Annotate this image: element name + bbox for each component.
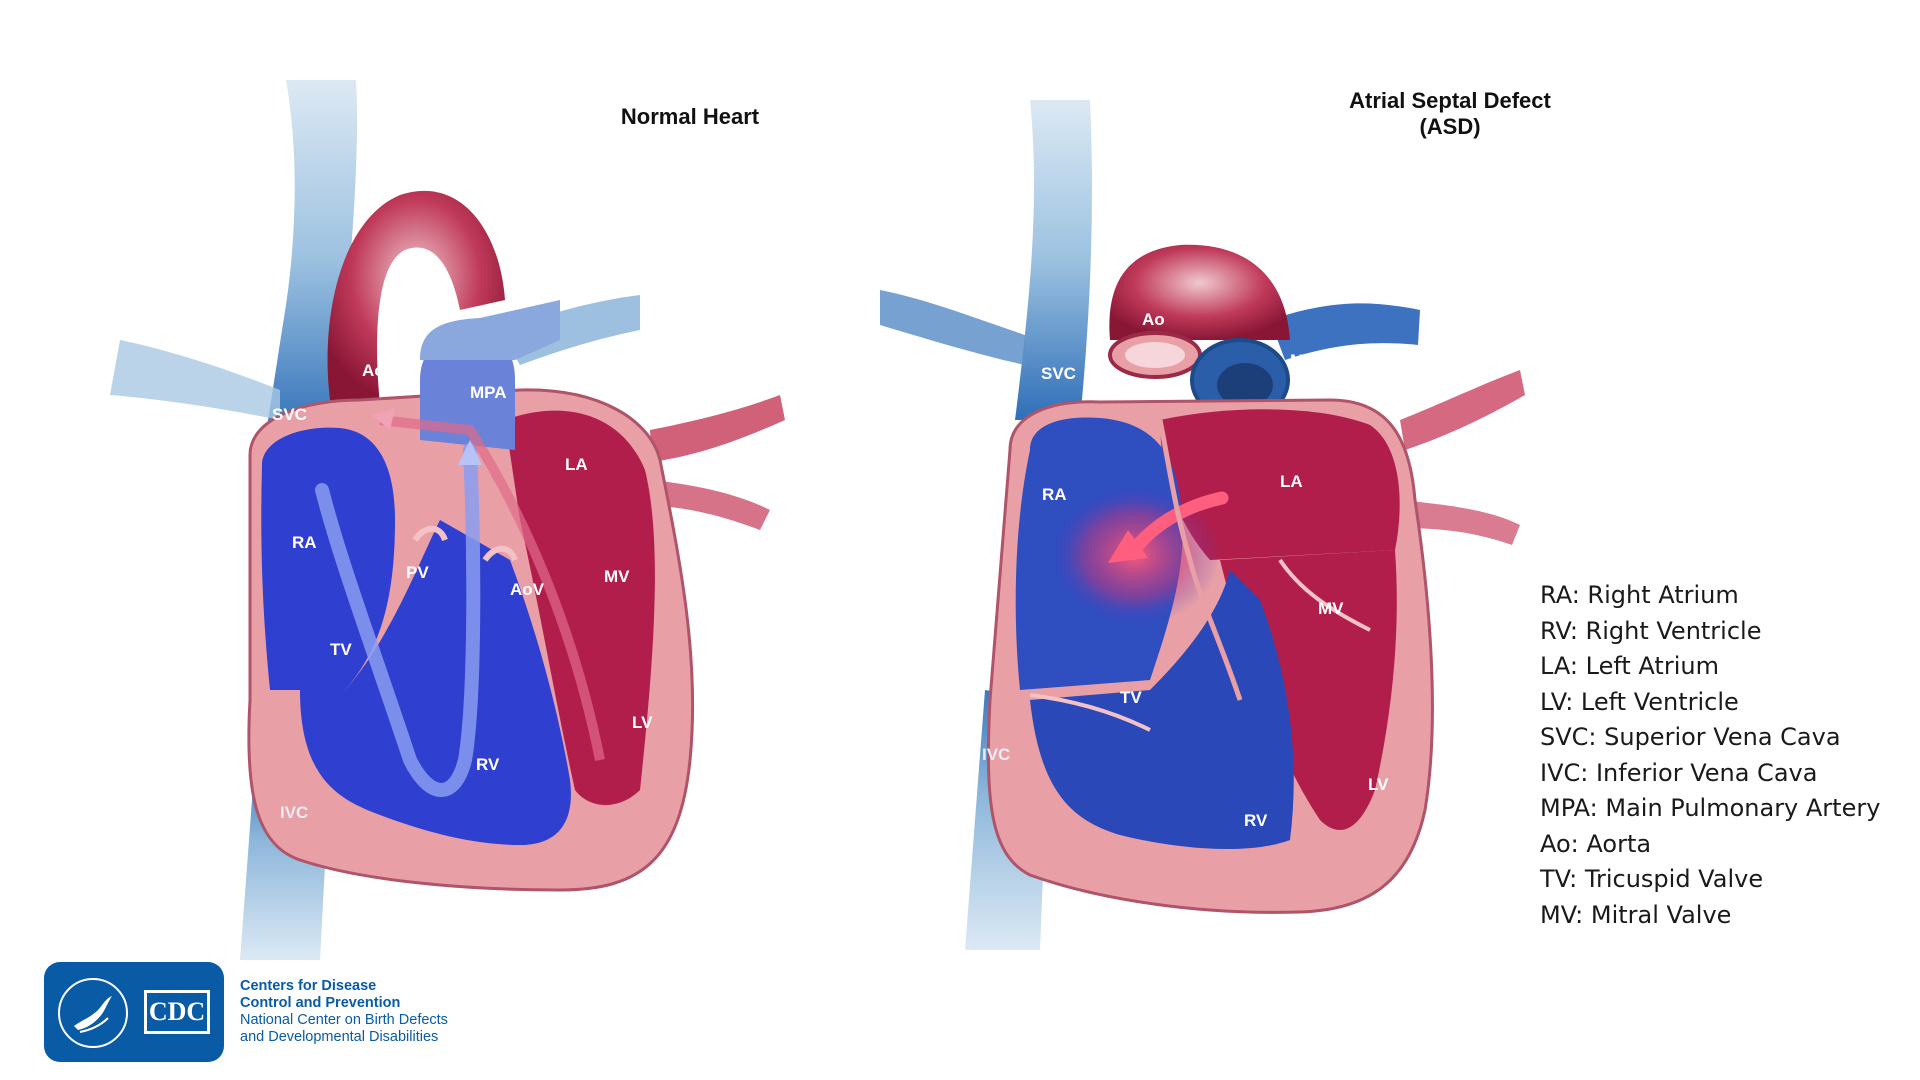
normal-label-tv: TV (330, 640, 352, 659)
hhs-seal-icon (58, 978, 128, 1048)
asd-label-ivc: IVC (982, 745, 1010, 764)
asd-left-pulmonary-veins (1400, 370, 1525, 450)
legend-item-la: LA: Left Atrium (1540, 652, 1719, 680)
cdc-line-3: National Center on Birth Defects (240, 1012, 448, 1028)
normal-left-pulmonary-veins (650, 395, 785, 462)
asd-pa-branch-left (1270, 303, 1420, 360)
normal-label-ra: RA (292, 533, 317, 552)
normal-heart-illustration: SVC Ao MPA LA RA PV AoV MV TV LV RV IVC (110, 80, 785, 960)
asd-mitral-valve (1278, 558, 1371, 632)
normal-aortic-valve (482, 545, 518, 562)
asd-right-branches (880, 290, 1025, 365)
asd-label-mpa: MPA (1290, 351, 1327, 370)
cdc-line-2: Control and Prevention (240, 995, 401, 1011)
normal-label-pv: PV (406, 563, 429, 582)
cdc-logo-badge: CDC (44, 962, 224, 1062)
normal-flow-arrowhead (458, 440, 482, 465)
asd-tricuspid-valve (1029, 693, 1151, 732)
asd-septum (1157, 419, 1243, 701)
asd-svc-vessel (1015, 100, 1092, 420)
legend-item-ivc: IVC: Inferior Vena Cava (1540, 758, 1818, 787)
normal-heart-title: Normal Heart (620, 104, 760, 129)
asd-label-ra: RA (1042, 485, 1067, 504)
asd-label-mv: MV (1318, 599, 1344, 618)
normal-label-ao: Ao (362, 361, 385, 380)
normal-right-pulmonary-branches (110, 340, 280, 420)
normal-label-la: LA (565, 455, 588, 474)
normal-mpa-trunk (420, 335, 515, 450)
normal-label-aov: AoV (510, 580, 545, 599)
asd-label-la: LA (1280, 472, 1303, 491)
legend-item-ra: RA: Right Atrium (1540, 581, 1739, 609)
normal-left-chambers (505, 410, 655, 805)
normal-right-ventricle (300, 520, 571, 845)
normal-mpa-upper (420, 300, 560, 360)
normal-flow-path (315, 443, 481, 797)
asd-label-ao: Ao (1142, 310, 1165, 329)
asd-title-line1: Atrial Septal Defect (1349, 88, 1551, 113)
legend-item-mv: MV: Mitral Valve (1540, 900, 1732, 929)
asd-aorta (1109, 244, 1290, 340)
asd-label-tv: TV (1120, 688, 1142, 707)
asd-title: Atrial Septal Defect (ASD) (1300, 88, 1600, 140)
legend-item-tv: TV: Tricuspid Valve (1540, 865, 1764, 893)
normal-label-mpa: MPA (470, 383, 507, 402)
normal-aortic-flow (379, 415, 605, 761)
legend-item-svc: SVC: Superior Vena Cava (1540, 723, 1841, 751)
asd-shunt-arrowhead (1108, 530, 1148, 563)
normal-aortic-arrowhead (372, 408, 395, 430)
normal-label-mv: MV (604, 567, 630, 586)
asd-heart-illustration: Ao MPA SVC RA LA MV TV IVC LV RV (880, 100, 1525, 950)
asd-title-line2: (ASD) (1419, 114, 1481, 139)
asd-label-rv: RV (1244, 811, 1268, 830)
abbreviation-legend: RA: Right Atrium RV: Right Ventricle LA:… (1540, 578, 1910, 933)
legend-item-lv: LV: Left Ventricle (1540, 687, 1739, 716)
normal-label-lv: LV (632, 713, 653, 732)
normal-label-svc: SVC (272, 405, 307, 424)
normal-pulmonary-valve (412, 525, 448, 542)
legend-item-ao: Ao: Aorta (1540, 829, 1652, 858)
normal-label-ivc: IVC (280, 803, 308, 822)
cdc-name-block: Centers for Disease Control and Preventi… (240, 978, 500, 1046)
cdc-branding: CDC Centers for Disease Control and Prev… (44, 962, 484, 1062)
normal-left-pulmonary-veins-2 (650, 480, 770, 530)
asd-right-ventricle (1030, 570, 1294, 850)
asd-label-lv: LV (1368, 775, 1389, 794)
normal-aorta (327, 190, 505, 405)
asd-left-pulmonary-veins-2 (1400, 500, 1520, 545)
normal-label-rv: RV (476, 755, 500, 774)
asd-mpa-lumen (1217, 363, 1273, 407)
asd-label-svc: SVC (1041, 364, 1076, 383)
asd-aorta-lumen (1125, 342, 1185, 368)
cdc-logo-text: CDC (144, 990, 210, 1034)
cdc-line-1: Centers for Disease (240, 978, 377, 994)
asd-left-atrium (1160, 409, 1400, 560)
legend-item-mpa: MPA: Main Pulmonary Artery (1540, 794, 1881, 822)
cdc-line-4: and Developmental Disabilities (240, 1029, 439, 1045)
legend-item-rv: RV: Right Ventricle (1540, 616, 1762, 645)
